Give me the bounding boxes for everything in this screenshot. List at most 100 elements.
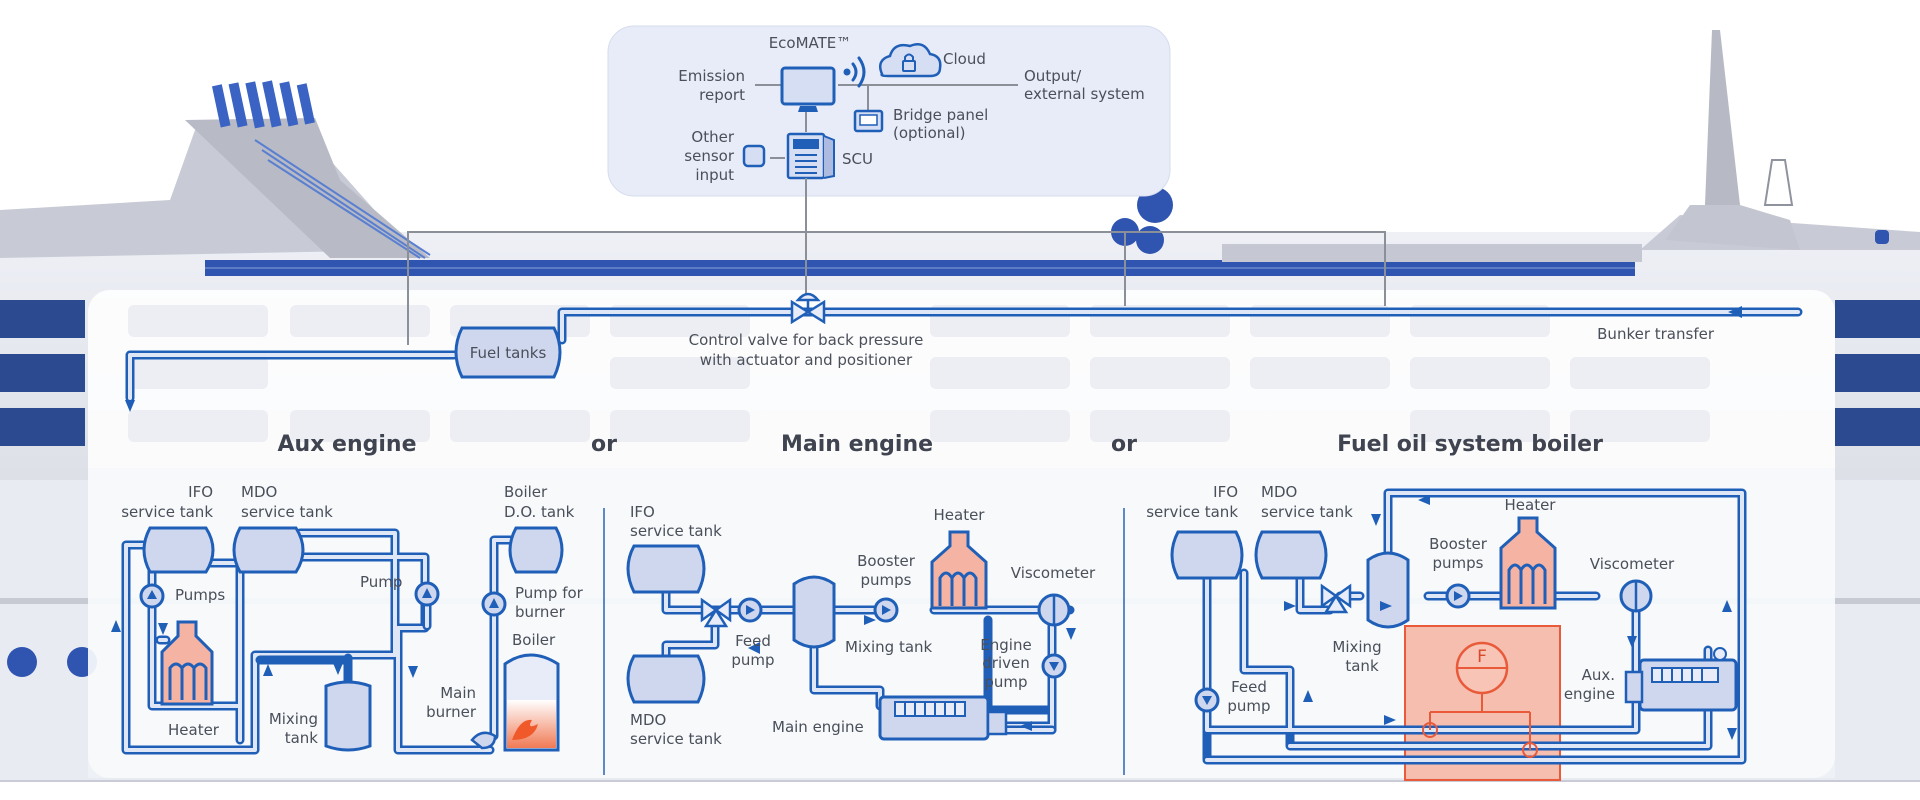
aux-mixing-label-1: Mixing (269, 710, 318, 728)
boiler-aux-engine-label-2: engine (1564, 685, 1615, 703)
boiler-viscometer-label: Viscometer (1590, 555, 1675, 573)
aux-main-burner-label-1: Main (440, 684, 476, 702)
main-mixing-tank (792, 575, 836, 649)
boiler-mixing-tank (1366, 551, 1410, 629)
aux-mdo-tank (232, 526, 305, 574)
aux-boiler-do-label-2: D.O. tank (504, 503, 575, 521)
main-booster-label-1: Booster (857, 552, 916, 570)
aux-main-burner-label-2: burner (426, 703, 477, 721)
section-title-aux: Aux engine (278, 432, 417, 457)
main-heater (930, 530, 988, 610)
sensor-signal-lines (407, 231, 1386, 345)
aux-mdo-label-2: service tank (241, 503, 333, 521)
boiler-feed-pump-label-1: Feed (1231, 678, 1267, 696)
boiler-mixing-label-1: Mixing (1332, 638, 1381, 656)
aux-mixing-label-2: tank (285, 729, 319, 747)
boiler-mixing-label-2: tank (1345, 657, 1379, 675)
section-title-boiler: Fuel oil system boiler (1337, 432, 1603, 457)
boiler-heater-label: Heater (1505, 496, 1557, 514)
main-engine-driven-label-1: Engine (980, 636, 1031, 654)
bunker-line (125, 306, 1803, 412)
main-engine-driven-label-3: pump (984, 673, 1027, 691)
main-heater-label: Heater (934, 506, 986, 524)
aux-ifo-label-2: service tank (121, 503, 213, 521)
main-mdo-label-2: service tank (630, 730, 722, 748)
boiler-ifo-tank (1170, 530, 1244, 580)
main-engine-label: Main engine (772, 718, 864, 736)
aux-boiler (503, 653, 560, 752)
section-or-1: or (591, 432, 617, 457)
aux-ifo-tank (142, 526, 215, 574)
aux-pump-burner-label-2: burner (515, 603, 566, 621)
output-label-2: external system (1024, 85, 1145, 103)
main-booster-label-2: pumps (861, 571, 912, 589)
main-ifo-label-2: service tank (630, 522, 722, 540)
other-sensor-label-2: sensor (684, 147, 735, 165)
control-valve-label-2: with actuator and positioner (700, 351, 913, 369)
monitor-icon (780, 66, 836, 112)
aux-main-burner (470, 731, 497, 750)
boiler-system: F IFO service tank MDO service tank Heat… (1146, 483, 1747, 781)
main-three-way-valve (700, 597, 732, 628)
aux-mixing-tank (324, 680, 372, 752)
boiler-mdo-tank (1254, 530, 1328, 580)
aux-boiler-do-tank (508, 526, 564, 574)
main-engine-driven-label-2: driven (982, 654, 1029, 672)
wireless-icon (843, 56, 866, 88)
main-viscometer (1037, 593, 1071, 627)
main-ifo-label-1: IFO (630, 503, 655, 521)
boiler-heater (1499, 516, 1557, 610)
cloud-label: Cloud (943, 50, 986, 68)
main-mdo-tank (626, 654, 706, 704)
boiler-booster-label-1: Booster (1429, 535, 1488, 553)
scu-icon (786, 132, 835, 180)
aux-engine-system: IFO service tank MDO service tank Boiler… (111, 483, 584, 755)
aux-pump-label: Pump (360, 573, 402, 591)
ecomate-title: EcoMATE™ (769, 34, 852, 52)
aux-heater-label: Heater (168, 721, 220, 739)
flow-meter-label: F (1477, 647, 1487, 667)
main-mixing-label: Mixing tank (845, 638, 933, 656)
main-engine-system: IFO service tank MDO service tank Feed p… (626, 503, 1096, 748)
bunker-transfer-label: Bunker transfer (1597, 325, 1715, 343)
aux-boiler-label: Boiler (512, 631, 556, 649)
panel-cell-grid (128, 305, 1710, 442)
output-label-1: Output/ (1024, 67, 1082, 85)
boiler-three-way-valve (1320, 583, 1352, 614)
bridge-panel-label-2: (optional) (893, 124, 966, 142)
other-sensor-label-1: Other (691, 128, 734, 146)
boiler-aux-engine-block (1624, 647, 1738, 712)
boiler-pipes (1202, 488, 1747, 765)
boiler-viscometer (1619, 579, 1653, 613)
boiler-mdo-label-1: MDO (1261, 483, 1297, 501)
boiler-ifo-label-2: service tank (1146, 503, 1238, 521)
aux-pump-burner-label-1: Pump for (515, 584, 584, 602)
main-engine-block (878, 695, 1008, 741)
fuel-tanks-label: Fuel tanks (470, 344, 547, 362)
aux-pumps-label: Pumps (175, 586, 225, 604)
emission-report-label-2: report (699, 86, 745, 104)
scu-label: SCU (842, 150, 873, 168)
emission-report-label-1: Emission (678, 67, 745, 85)
boiler-ifo-label-1: IFO (1213, 483, 1238, 501)
bridge-panel-icon (853, 109, 884, 133)
aux-ifo-label-1: IFO (188, 483, 213, 501)
flow-meter: F (1422, 641, 1538, 758)
aux-boiler-do-label-1: Boiler (504, 483, 548, 501)
sensor-icon (742, 144, 766, 168)
section-title-main: Main engine (781, 432, 933, 457)
cloud-icon (879, 43, 942, 78)
aux-heater (160, 620, 214, 706)
boiler-aux-engine-label-1: Aux. (1582, 666, 1615, 684)
control-valve (790, 292, 826, 325)
control-valve-label-1: Control valve for back pressure (689, 331, 924, 349)
fuel-tanks-tank: Fuel tanks (454, 326, 562, 379)
bridge-panel-label-1: Bridge panel (893, 106, 988, 124)
main-viscometer-label: Viscometer (1011, 564, 1096, 582)
other-sensor-label-3: input (695, 166, 734, 184)
main-feed-pump-label-2: pump (731, 651, 774, 669)
boiler-feed-pump-label-2: pump (1227, 697, 1270, 715)
main-mdo-label-1: MDO (630, 711, 666, 729)
main-feed-pump-label-1: Feed (735, 632, 771, 650)
